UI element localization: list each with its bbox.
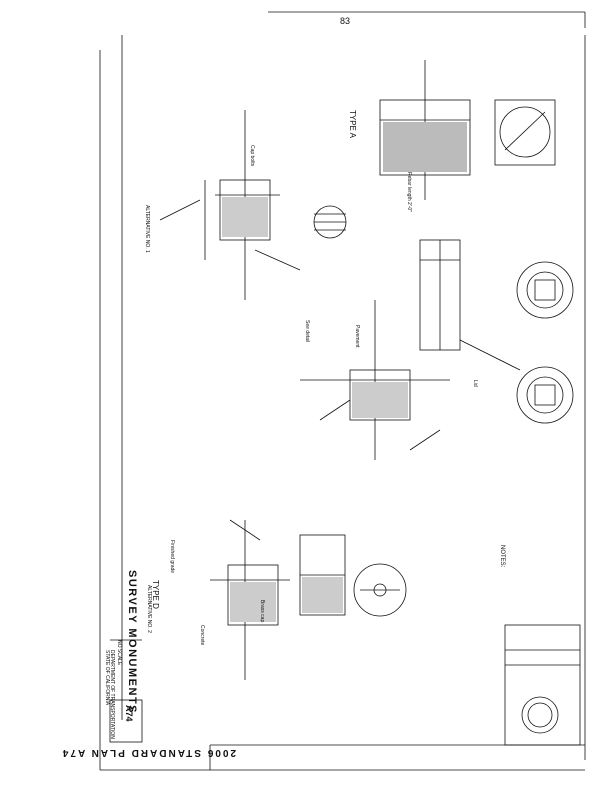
scale-label: NO SCALE [116,640,122,666]
label-see-detail: See detail [304,320,310,343]
section-alt-1: ALTERNATIVE NO. 1 [144,205,150,253]
section-alt-2: ALTERNATIVE NO. 2 [146,585,152,633]
label-pavement: Pavement [354,325,360,348]
label-rebar: Rebar length 2'-0" [406,172,412,212]
section-type-d: TYPE D [151,580,160,609]
section-type-a: TYPE A [348,110,357,139]
drawing-title: SURVEY MONUMENTS [126,570,138,715]
label-brass-cap: Brass cap [259,600,265,623]
page-number: 83 [340,16,351,26]
agency-line-1: STATE OF CALIFORNIA [104,650,110,706]
plan-label: 2006 STANDARD PLAN A74 [60,747,236,758]
label-lid: Lid [472,380,478,387]
label-cap-bolts: Cap bolts [249,145,255,167]
label-concrete: Concrete [199,625,205,646]
notes-heading: NOTES: [499,545,505,568]
label-finished-grade: Finished grade [169,540,175,574]
